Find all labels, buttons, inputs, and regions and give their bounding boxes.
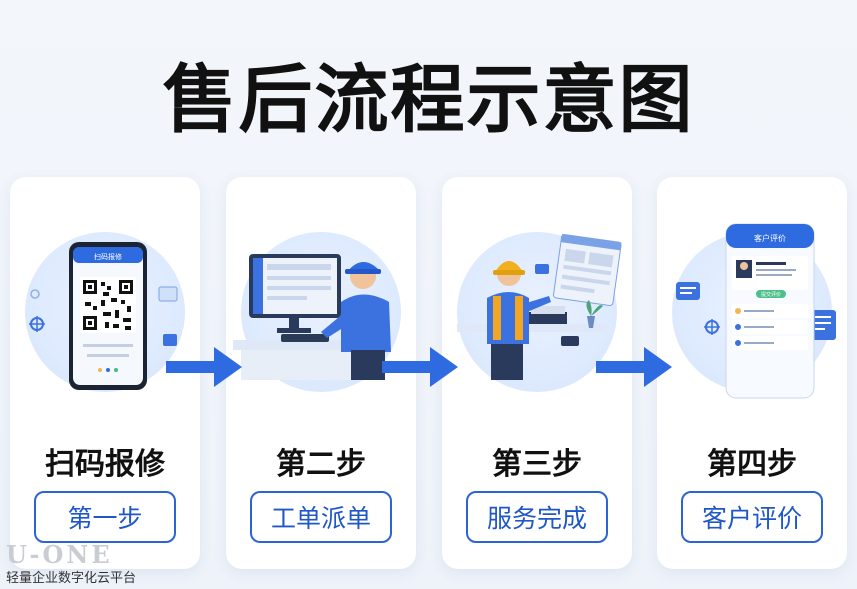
step-label-4: 客户评价 [681, 491, 823, 543]
step-label-2: 工单派单 [250, 491, 392, 543]
phone-header-text: 客户评价 [754, 233, 786, 243]
target-icon [29, 316, 45, 332]
review-illustration: 客户评价 提交评价 [672, 223, 836, 399]
step-label-1: 第一步 [34, 491, 176, 543]
flow-arrow-1 [166, 347, 242, 387]
phone-submit-text: 提交评价 [761, 291, 781, 298]
scan-illustration: 扫码报修 [25, 232, 185, 392]
watermark: U-ONE 轻量企业数字化云平台 [6, 540, 136, 586]
step-label-3: 服务完成 [466, 491, 608, 543]
step-title-2: 第二步 [276, 447, 366, 482]
target-icon [704, 319, 720, 335]
page-title: 售后流程示意图 [162, 57, 695, 143]
flow-arrow-2 [382, 347, 458, 387]
step-card-1: 扫码报修 扫码报修 第一步 [10, 177, 200, 569]
step-card-4: 客户评价 提交评价 第四步 客户评价 [657, 177, 847, 569]
step-title-4: 第四步 [707, 447, 797, 482]
step-title-1: 扫码报修 [45, 447, 165, 482]
watermark-logo: U-ONE [6, 540, 113, 569]
dispatch-illustration [233, 232, 401, 392]
step-title-3: 第三步 [492, 447, 582, 482]
watermark-tagline: 轻量企业数字化云平台 [6, 571, 137, 586]
phone-header-text: 扫码报修 [94, 252, 122, 261]
service-illustration [457, 232, 622, 392]
flow-arrow-3 [596, 347, 672, 387]
